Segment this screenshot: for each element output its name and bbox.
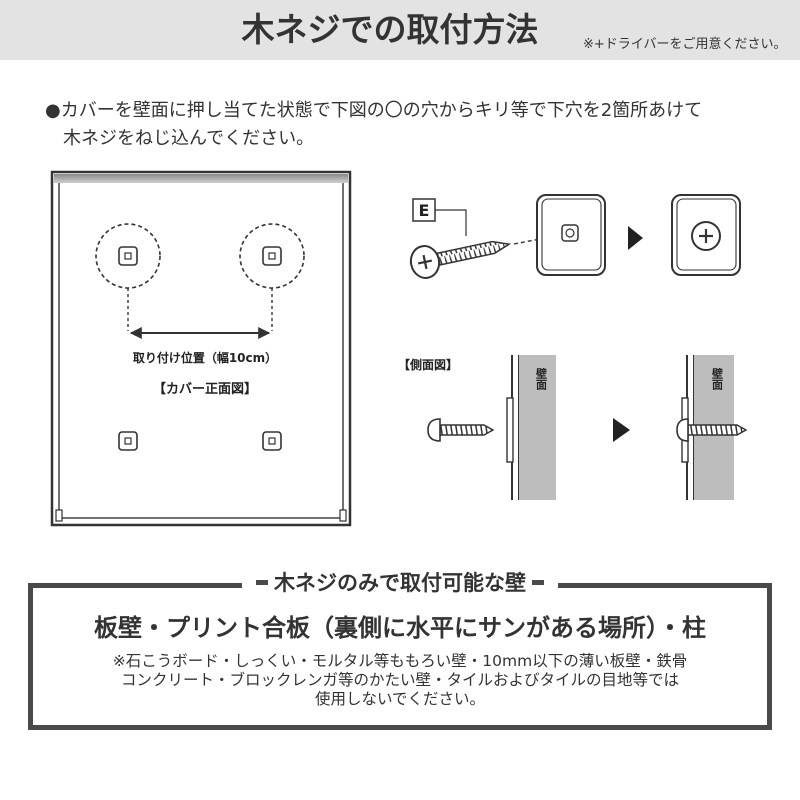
wall-label: 壁面	[711, 367, 724, 391]
side-view-before: 壁面	[427, 355, 556, 500]
warning-line-1: ※石こうボード・しっくい・モルタル等ももろい壁・10mm以下の薄い板壁・鉄骨	[112, 652, 688, 670]
wall-section	[519, 355, 556, 500]
cover-front-view: 取り付け位置（幅10cm） 【カバー正面図】	[50, 170, 352, 527]
cover-outline	[50, 170, 352, 527]
mount-position-label: 取り付け位置（幅10cm）	[133, 350, 277, 365]
cover-foot-left	[55, 509, 63, 522]
warning-line-3: 使用しないでください。	[314, 690, 486, 708]
hole-icon	[262, 246, 282, 266]
screw-installed-icon	[676, 418, 748, 442]
side-view-caption: 【側面図】	[398, 357, 458, 372]
hole-icon	[262, 431, 282, 451]
page-title: 木ネジでの取付方法	[241, 10, 539, 49]
part-label: E	[419, 201, 430, 220]
compatible-walls-title-wrap: 木ネジのみで取付可能な壁	[0, 568, 800, 598]
side-view-after: 壁面	[676, 355, 748, 500]
header-band	[0, 0, 800, 60]
title-bar-right	[532, 579, 544, 585]
compatible-walls-box	[28, 583, 772, 730]
screw-icon	[427, 418, 495, 442]
arrow-right-icon	[613, 418, 630, 442]
hole-icon	[118, 431, 138, 451]
title-bar-left	[256, 579, 268, 585]
instruction-line-1: ●カバーを壁面に押し当てた状態で下図の〇の穴からキリ等で下穴を2箇所あけて	[45, 100, 703, 121]
compatible-walls-list: 板壁・プリント合板（裏側に水平にサンがある場所）・柱	[94, 614, 706, 642]
front-view-caption: 【カバー正面図】	[153, 381, 257, 397]
hole-icon	[118, 246, 138, 266]
compatible-walls-title-block: 木ネジのみで取付可能な壁	[242, 568, 558, 598]
warning-line-2: コンクリート・ブロックレンガ等のかたい壁・タイルおよびタイルの目地等では	[120, 671, 679, 689]
instruction-line-2: 木ネジをねじ込んでください。	[63, 128, 315, 149]
side-view: 【側面図】 壁面 壁面	[398, 355, 748, 500]
screw-steps: E	[409, 194, 741, 279]
cover-top-edge	[54, 174, 348, 183]
screw-icon	[409, 240, 512, 279]
compatible-walls-title: 木ネジのみで取付可能な壁	[274, 571, 526, 595]
tool-note: ※+ドライバーをご用意ください。	[583, 37, 787, 52]
part-leader-line	[435, 209, 467, 236]
plate-icon	[536, 194, 606, 276]
plate-with-screw-icon	[671, 194, 741, 276]
wall-label: 壁面	[535, 367, 548, 391]
cover-bracket	[506, 397, 514, 463]
arrow-right-icon	[628, 226, 643, 250]
cover-foot-right	[339, 509, 347, 522]
